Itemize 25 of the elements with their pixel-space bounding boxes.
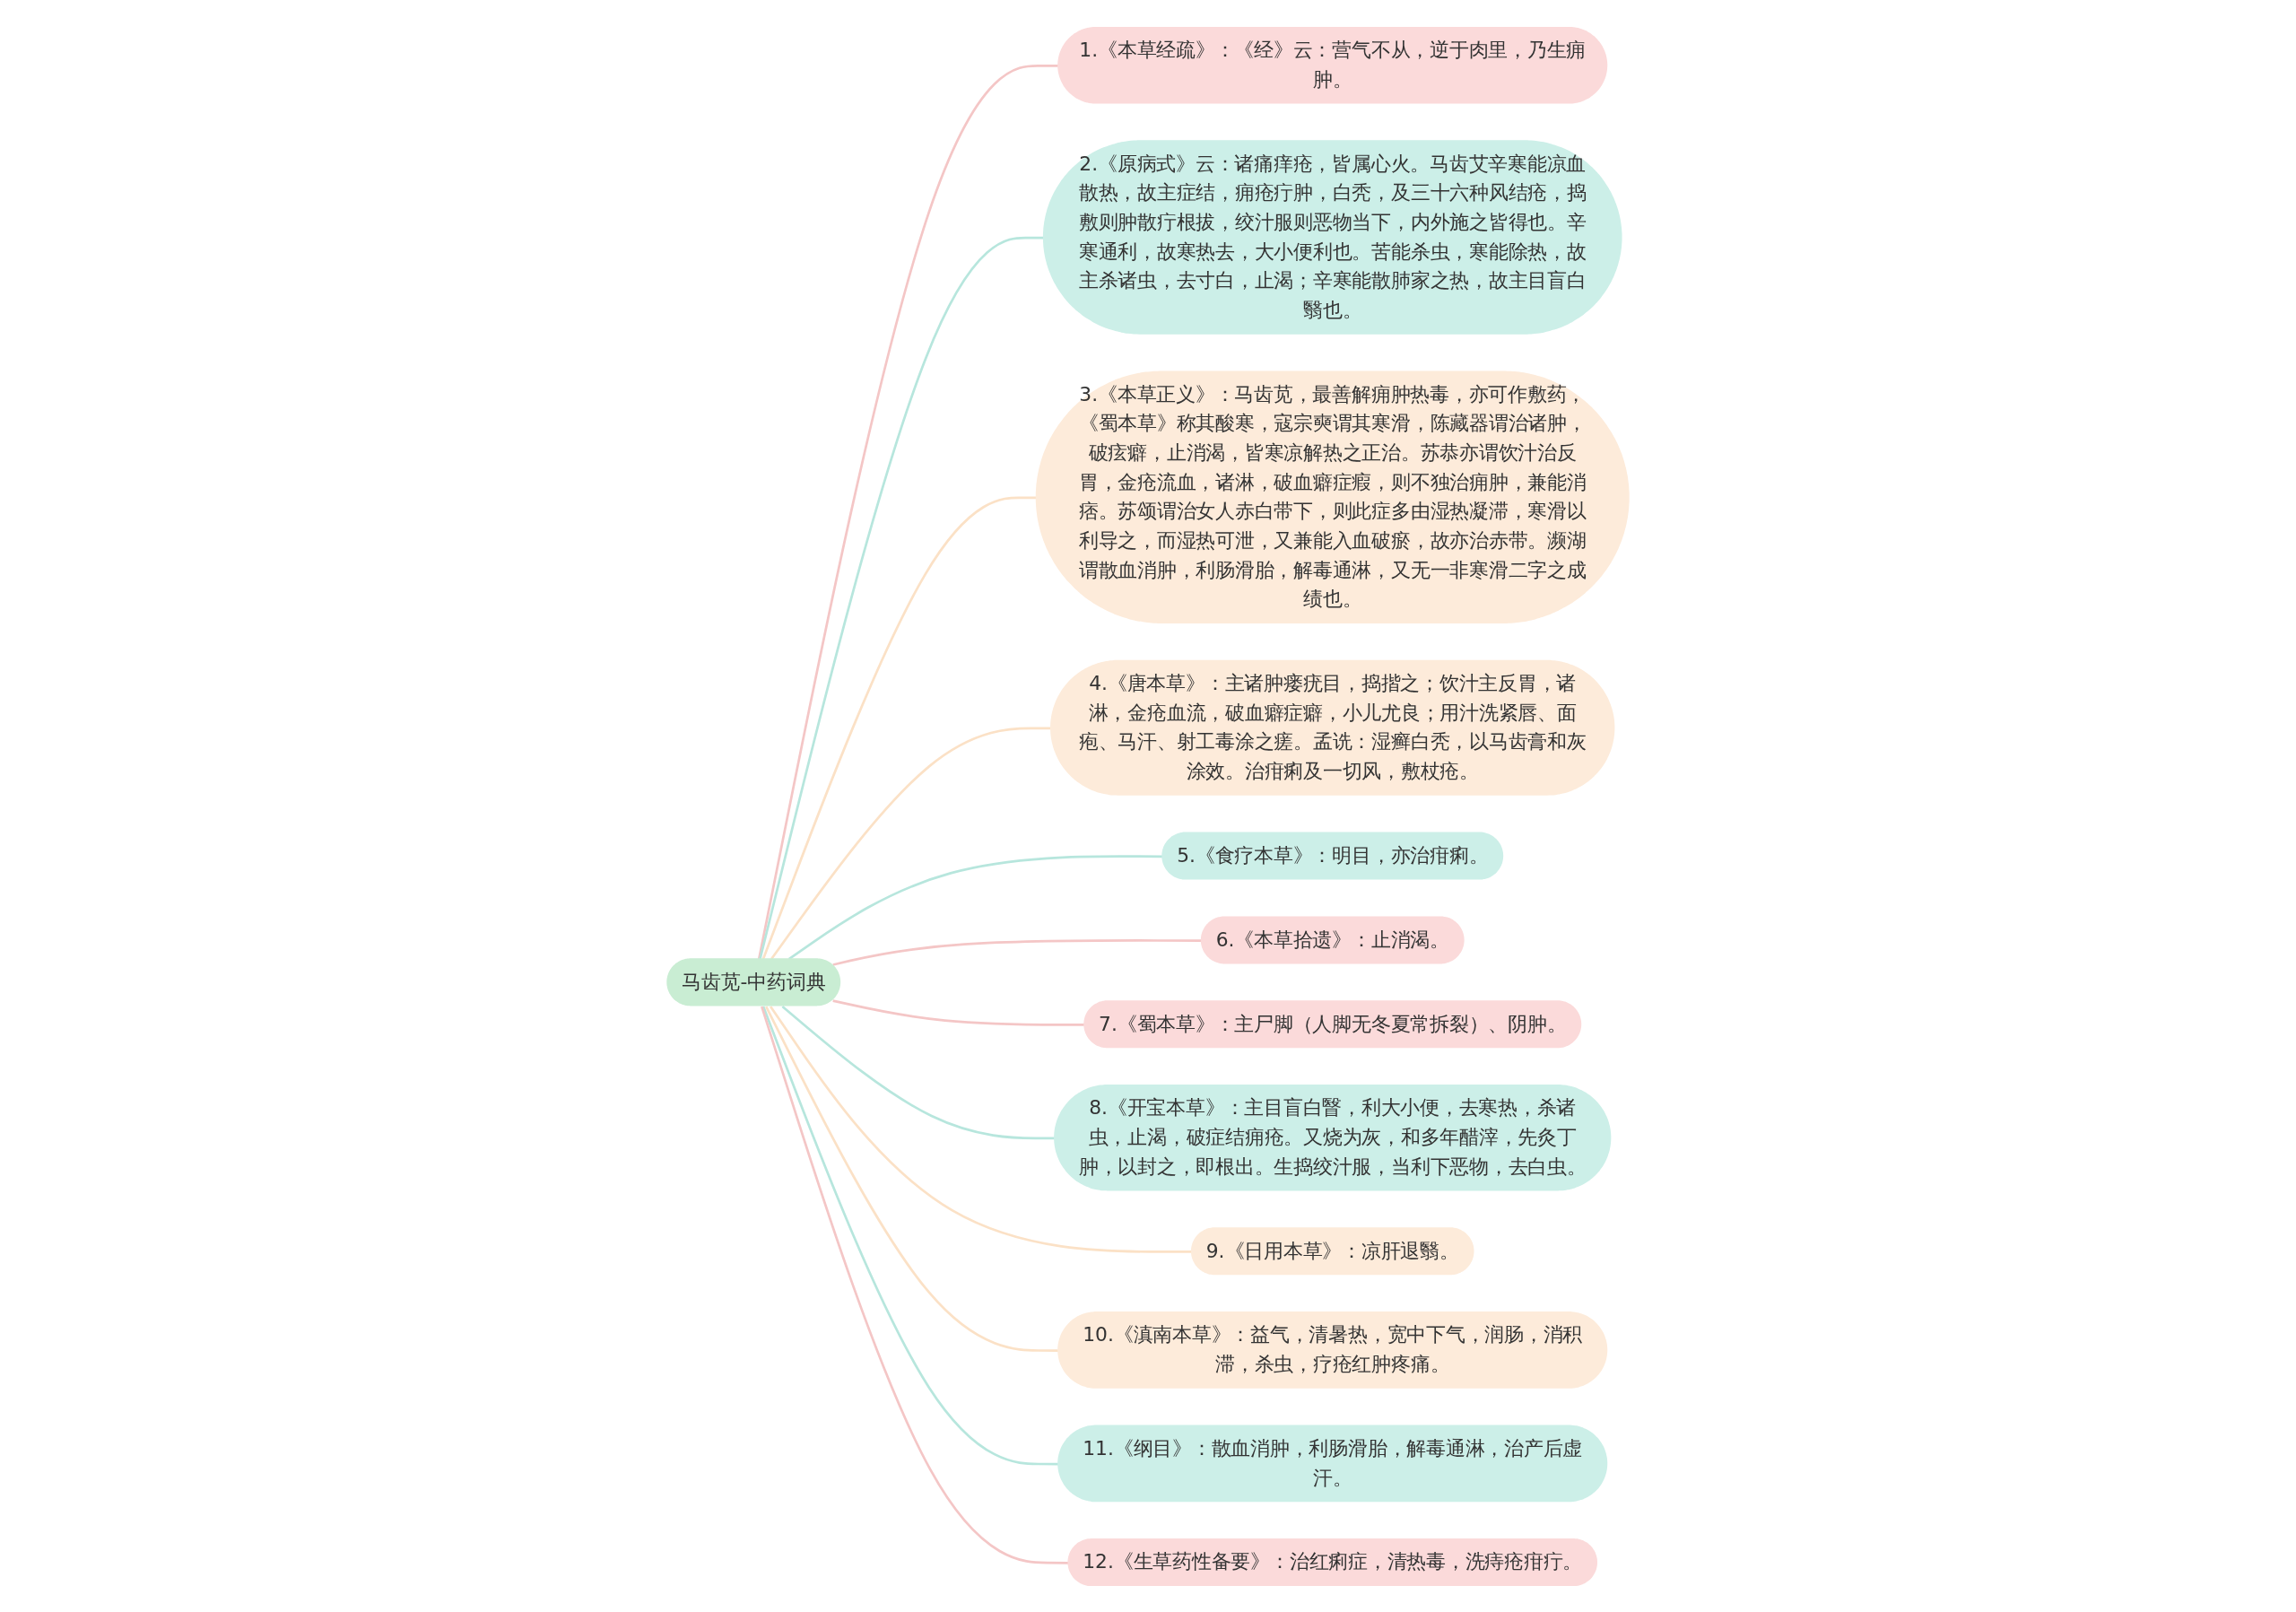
connector [770, 1005, 1192, 1253]
connector [761, 1006, 1069, 1564]
connector [761, 1006, 1058, 1465]
connector [759, 236, 1044, 959]
node-box: 10.《滇南本草》：益气，清暑热，宽中下气，润肠，消积滞，杀虫，疗疮红肿疼痛。 [1057, 1311, 1608, 1389]
connector [770, 727, 1051, 960]
connector [757, 64, 1058, 959]
node-box: 9.《日用本草》：凉肝退翳。 [1190, 1226, 1474, 1275]
connector [761, 495, 1037, 959]
node-box: 2.《原病式》云：诸痛痒疮，皆属心火。马齿艾辛寒能凉血散热，故主症结，痈疮疔肿，白秃，及三十六种风结疮，捣敷则肿散疔根拔，绞汁服则恶物当下，内外施之皆得也。辛寒通利，故寒热去，大小便利也。苦能杀虫，寒能除热，故主杀诸虫，去寸白，止渴；辛寒能散肺家之热，故主目盲白翳也。 [1042, 139, 1622, 335]
connector [781, 1005, 1055, 1139]
node-box: 11.《纲目》：散血消肿，利肠滑胎，解毒通淋，治产后虚汗。 [1057, 1425, 1608, 1502]
connector [765, 1005, 1058, 1352]
node-box: 5.《食疗本草》：明目，亦治疳痢。 [1161, 832, 1504, 880]
node-box: 3.《本草正义》：马齿苋，最善解痈肿热毒，亦可作敷药，《蜀本草》称其酸寒，寇宗奭谓其寒滑，陈藏器谓治诸肿，破痃癖，止消渴，皆寒凉解热之正治。苏恭亦谓饮汁治反胃，金疮流血，诸淋，破血癖症瘕，则不独治痈肿，兼能消痞。苏颂谓治女人赤白带下，则此症多由湿热凝滞，寒滑以利导之，而湿热可泄，又兼能入血破瘀，故亦治赤带。濒湖谓散血消肿，利肠滑胎，解毒通淋，又无一非寒滑二字之成绩也。 [1035, 370, 1630, 623]
node-box: 6.《本草拾遗》：止消渴。 [1200, 915, 1465, 963]
connector [832, 998, 1084, 1026]
node-box: 12.《生草药性备要》：治红痢症，清热毒，洗痔疮疳疔。 [1067, 1538, 1597, 1586]
connector [832, 938, 1202, 966]
node-box: 马齿苋-中药词典 [666, 957, 841, 1006]
node-box: 8.《开宝本草》：主目盲白瞖，利大小便，去寒热，杀诸虫，止渴，破症结痈疮。又烧为灰，和多年醋滓，先灸丁肿，以封之，即根出。生捣绞汁服，当利下恶物，去白虫。 [1054, 1084, 1612, 1190]
connector [787, 854, 1162, 960]
node-box: 7.《蜀本草》：主尸脚（人脚无冬夏常拆裂）、阴肿。 [1083, 999, 1582, 1048]
node-box: 4.《唐本草》：主诸肿瘘疣目，捣揩之；饮汁主反胃，诸淋，金疮血流，破血癖症癖，小儿尤良；用汁洗紧唇、面疱、马汗、射工毒涂之瘥。孟诜：湿癣白秃，以马齿膏和灰涂效。治疳痢及一切风，敷杖疮。 [1050, 659, 1615, 796]
node-box: 1.《本草经疏》：《经》云：营气不从，逆于肉里，乃生痈肿。 [1057, 26, 1608, 104]
